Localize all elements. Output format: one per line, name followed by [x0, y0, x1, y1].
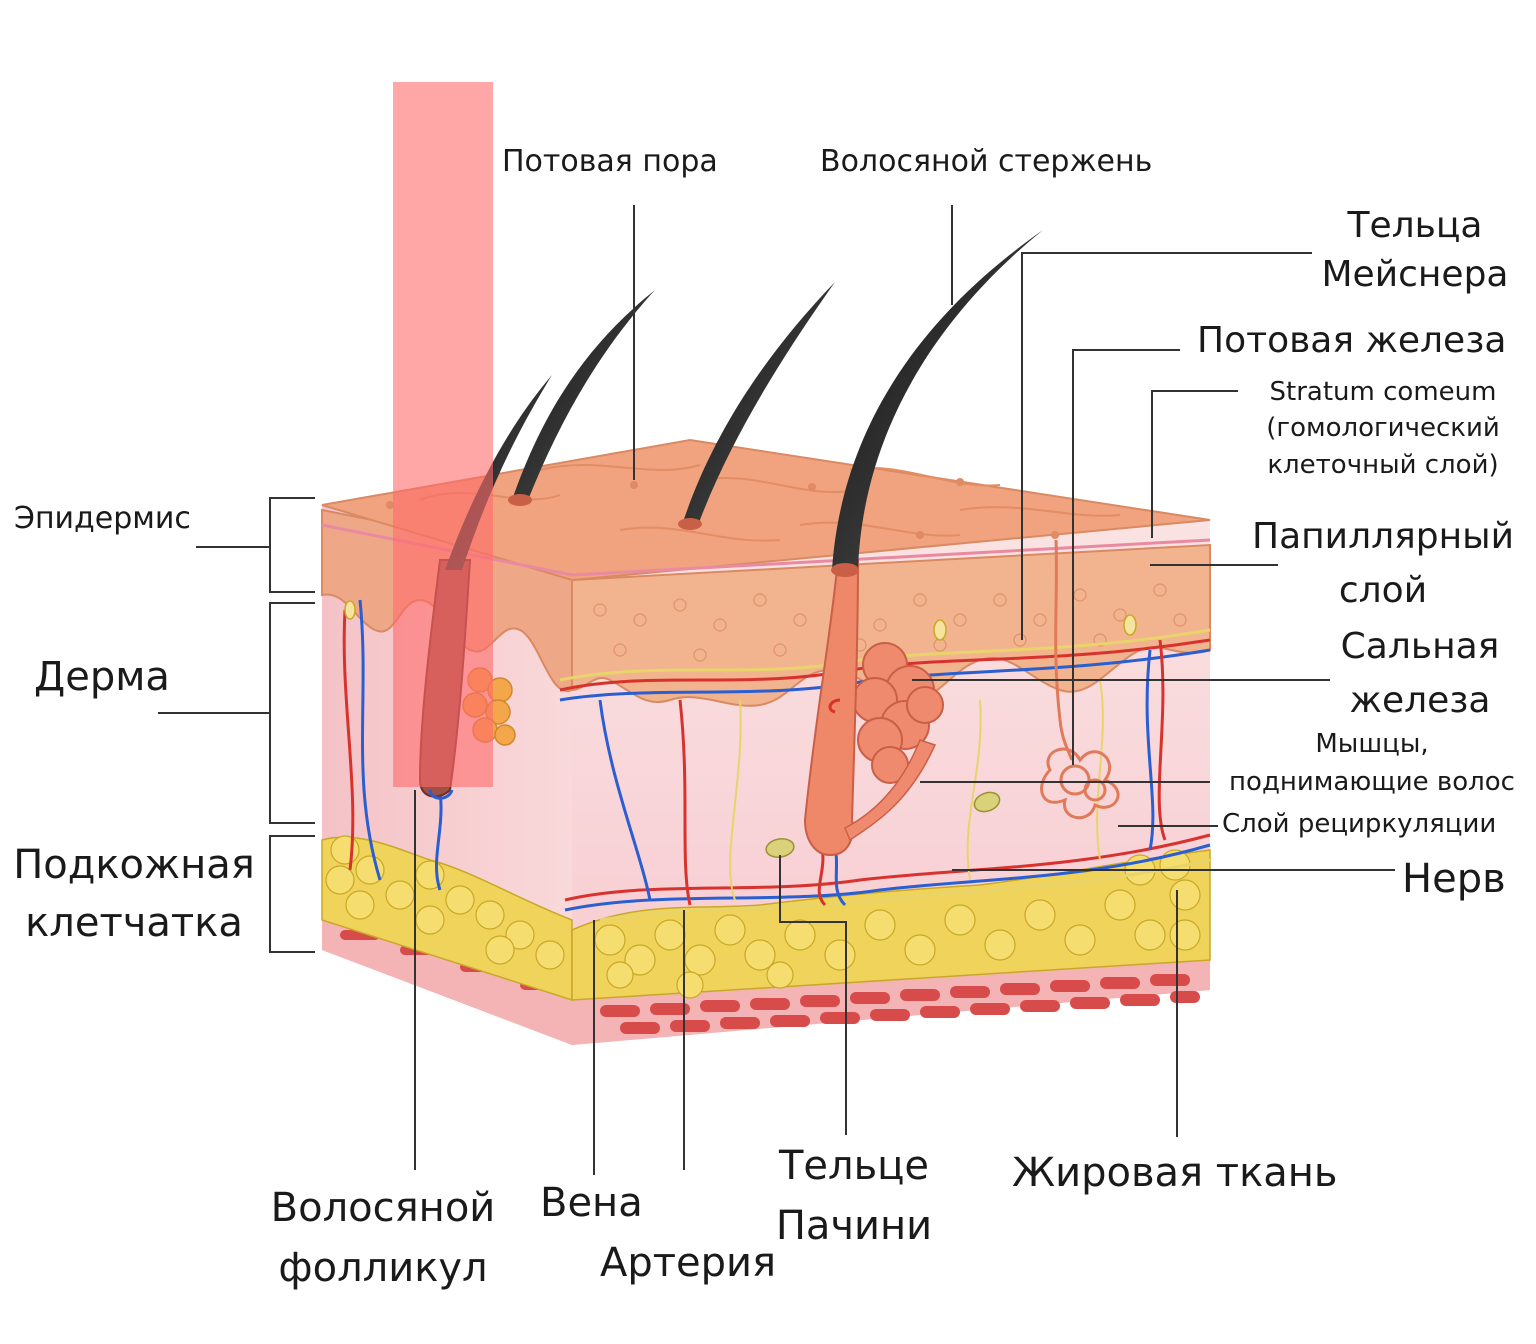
- label-meissner-line1: Тельца: [1347, 205, 1483, 246]
- label-artery: Артерия: [600, 1240, 777, 1286]
- label-subcutis: Подкожная клетчатка: [4, 836, 264, 952]
- muscle-layer: [322, 920, 1210, 1045]
- vein-plexus-upper: [559, 648, 1211, 702]
- sebaceous-gland: [852, 642, 944, 784]
- label-hair-shaft: Волосяной стержень: [820, 144, 1153, 179]
- sweat-pores: [386, 478, 1059, 539]
- label-stratum-corneum: Stratum comeum (гомологический клеточный…: [1246, 374, 1520, 483]
- pacinian-corpuscles: [765, 791, 1001, 858]
- label-papillary-line1: Папиллярный: [1252, 516, 1514, 557]
- label-stratum-line2: (гомологический: [1266, 413, 1500, 444]
- label-sebaceous-gland: Сальная железа: [1320, 620, 1520, 728]
- label-hair-follicle: Волосяной фолликул: [258, 1178, 508, 1298]
- label-dermis: Дерма: [34, 654, 170, 700]
- label-muscles-line2: поднимающие волос: [1229, 766, 1515, 797]
- label-papillary-line2: слой: [1338, 570, 1428, 611]
- label-stratum-line1: Stratum comeum: [1269, 377, 1497, 407]
- label-subcutis-line2: клетчатка: [25, 900, 243, 946]
- label-papillary-layer: Папиллярный слой: [1236, 510, 1530, 618]
- label-arrector-muscles: Мышцы, поднимающие волос: [1213, 726, 1531, 801]
- label-subcutis-line1: Подкожная: [13, 842, 255, 888]
- highlight-overlay: [393, 82, 493, 787]
- label-follicle-line2: фолликул: [278, 1245, 488, 1291]
- label-stratum-line3: клеточный слой): [1267, 449, 1499, 480]
- hair-follicle-front: [803, 559, 937, 857]
- hair-shaft-main: [832, 230, 1043, 570]
- label-sebaceous-line2: железа: [1349, 680, 1491, 721]
- label-vein: Вена: [540, 1180, 643, 1226]
- label-sweat-gland: Потовая железа: [1197, 320, 1507, 361]
- label-meissner-corpuscles: Тельца Мейснера: [1300, 205, 1530, 296]
- label-epidermis: Эпидермис: [14, 501, 191, 536]
- label-follicle-line1: Волосяной: [270, 1185, 496, 1231]
- artery-plexus-lower: [564, 833, 1211, 902]
- meissner-corpuscles: [344, 600, 1137, 641]
- label-pacini-line1: Тельце: [778, 1143, 930, 1189]
- label-meissner-line2: Мейснера: [1321, 254, 1509, 296]
- vein-plexus-lower: [564, 843, 1211, 912]
- sweat-gland: [1040, 539, 1120, 820]
- nerve-plexus-upper: [559, 628, 1211, 682]
- label-pacini-line2: Пачини: [775, 1203, 933, 1249]
- nerve-main: [599, 858, 1211, 922]
- label-nerve: Нерв: [1402, 856, 1506, 902]
- label-adipose-tissue: Жировая ткань: [1012, 1150, 1338, 1196]
- label-sweat-pore: Потовая пора: [502, 144, 718, 179]
- label-pacinian-corpuscle: Тельце Пачини: [764, 1136, 944, 1256]
- arrector-muscle: [844, 739, 937, 842]
- label-recirculation-layer: Слой рециркуляции: [1222, 809, 1497, 839]
- hair-bases: [508, 494, 859, 577]
- label-sebaceous-line1: Сальная: [1340, 626, 1500, 667]
- label-muscles-line1: Мышцы,: [1315, 729, 1429, 759]
- leader-lines: [158, 205, 1395, 1175]
